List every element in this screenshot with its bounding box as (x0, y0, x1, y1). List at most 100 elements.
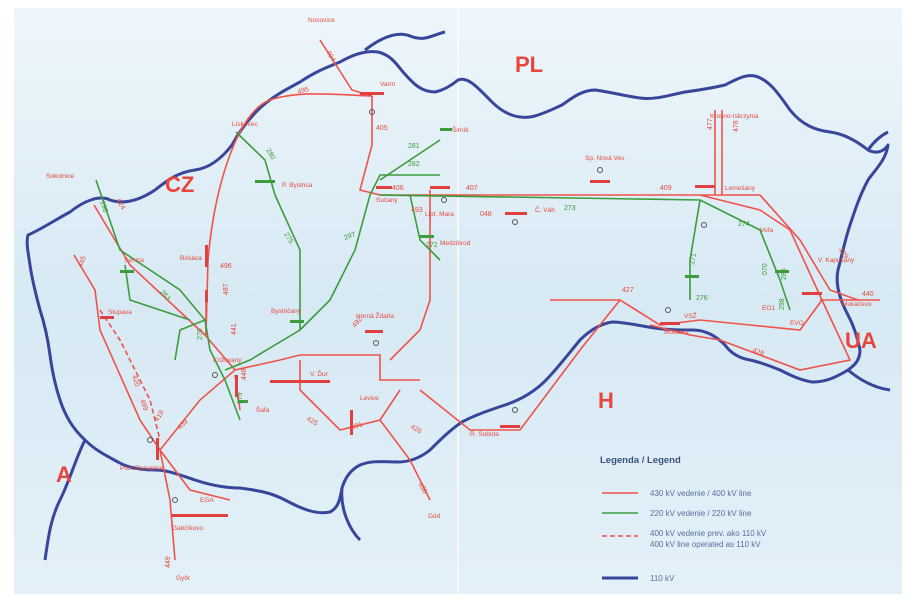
city-senica: Senica (124, 257, 144, 264)
border-spur-east (847, 368, 891, 392)
city-sokolnice: Sokolnice (46, 173, 75, 180)
city-god: Göd (428, 513, 441, 520)
line-number-281: 281 (408, 143, 420, 150)
city-vola: Voľa (760, 227, 773, 234)
line-number-493: 493 (411, 207, 423, 214)
line-number-290: 290 (98, 200, 109, 213)
line-number-426: 426 (409, 424, 423, 436)
line-number-273: 273 (564, 205, 576, 212)
lines-220kv (95, 131, 791, 421)
line-number-404: 404 (324, 50, 336, 64)
city-krosno: Krosno-Iskrzynia (710, 113, 759, 120)
legend-title: Legenda / Legend (600, 455, 681, 466)
line-number-436: 436 (416, 482, 428, 496)
legend-label-110kv: 110 kV (650, 574, 675, 583)
city-bohunice: Bošáca (180, 255, 202, 262)
line-number-477: 477 (707, 118, 714, 130)
city-moldava: Moldava (664, 329, 689, 336)
city-mukacevo: Mukačevo (842, 301, 872, 308)
country-label-pl: PL (515, 52, 543, 77)
line-number-419: 419 (154, 409, 166, 423)
city-sirnik: Širník (452, 125, 469, 134)
city-levice: Levice (360, 395, 379, 402)
city-krizovany: Križovany (213, 357, 242, 364)
line-number-428: 428 (751, 347, 764, 358)
legend-label-220kv: 220 kV vedenie / 220 kV line (650, 509, 752, 518)
line-number-441: 441 (231, 323, 238, 335)
legend-label-400kv-as-110-en: 400 kV line operated as 110 kV (650, 540, 761, 549)
line-number-282: 282 (408, 161, 420, 168)
city-eo1: EO1 (762, 305, 775, 312)
line-number-070: 070 (762, 263, 769, 275)
line-number-427: 427 (622, 287, 634, 294)
border-spur-north (364, 30, 446, 52)
substations (100, 92, 822, 517)
line-number-276: 276 (696, 295, 708, 302)
city-sala: Šaľa (256, 405, 270, 414)
city-bystricany: Bystričany (271, 308, 302, 315)
city-stupava: Stupava (108, 309, 132, 316)
line-number-496: 496 (220, 263, 232, 270)
border-spur-ne (866, 130, 889, 151)
city-velke-kapusany: V. Kapušany (818, 257, 855, 264)
city-varin: Varín (380, 81, 395, 88)
lines-400kv (73, 39, 880, 561)
line-number-270: 270 (197, 328, 204, 340)
city-vsz: VSŽ (684, 311, 697, 320)
line-number-271: 271 (689, 253, 698, 266)
line-number-499: 499 (138, 398, 149, 411)
city-p-bystrica: P. Bystrica (282, 182, 313, 189)
line-400kv-operated-110 (99, 309, 161, 441)
line-number-424: 424 (114, 198, 126, 212)
line-number-491: 491 (350, 421, 363, 432)
country-label-ua: UA (845, 328, 877, 353)
border-spur-west (43, 439, 87, 561)
line-number-048: 048 (480, 211, 492, 218)
line-number-449: 449 (165, 556, 172, 568)
city-nosovice: Nosovice (308, 17, 335, 24)
city-sucany: Sučany (376, 197, 398, 204)
line-number-279: 279 (237, 392, 244, 404)
line-number-409: 409 (660, 185, 672, 192)
line-number-406: 406 (392, 185, 404, 192)
country-label-h: H (598, 388, 614, 413)
line-number-285: 285 (781, 268, 788, 280)
line-number-407: 407 (466, 185, 478, 192)
line-number-274: 274 (738, 221, 750, 228)
line-number-297: 297 (343, 231, 356, 242)
border-spur-south (340, 487, 362, 542)
city-horna-zdana: Horná Ždaňa (356, 311, 394, 320)
country-label-a: A (56, 462, 72, 487)
city-evo: EVO (790, 320, 804, 327)
line-number-495: 495 (297, 86, 310, 96)
legend-label-400kv: 430 kV vedenie / 400 kV line (650, 489, 752, 498)
city-gabcikovo: Gabčíkovo (172, 525, 203, 532)
line-number-272: 272 (426, 242, 438, 249)
legend-label-400kv-as-110: 400 kV vedenie prev. ako 110 kV (650, 529, 767, 538)
line-number-440: 440 (862, 291, 874, 298)
city-lemesany: Lemešany (725, 185, 756, 192)
city-ega: EGA (200, 497, 214, 504)
border-slovakia (25, 50, 890, 515)
city-podunajske-biskupice: Pod. Biskupice (120, 465, 163, 472)
city-gyor: Győr (176, 575, 191, 582)
city-cierny-vah: Č. Váh (535, 205, 555, 214)
line-number-448: 448 (241, 368, 248, 380)
legend: Legenda / Legend 430 kV vedenie / 400 kV… (600, 455, 767, 583)
line-number-487: 487 (223, 283, 230, 295)
city-liskovec: Lískovec (232, 121, 258, 128)
line-number-298: 298 (779, 298, 786, 310)
line-number-478: 478 (733, 120, 740, 132)
line-number-445: 445 (77, 255, 88, 268)
line-number-275: 275 (282, 232, 294, 246)
city-rimavska-sobota: R. Sobota (470, 431, 499, 438)
city-medzibrod: Medzibrod (440, 240, 471, 247)
line-number-425: 425 (305, 416, 319, 428)
city-spisska-nova-ves: Sp. Nová Ves (585, 155, 625, 162)
line-number-405: 405 (376, 125, 388, 132)
city-v-duras: V. Ďur (310, 369, 329, 378)
line-number-420: 420 (130, 374, 141, 387)
country-label-cz: CZ (165, 172, 194, 197)
